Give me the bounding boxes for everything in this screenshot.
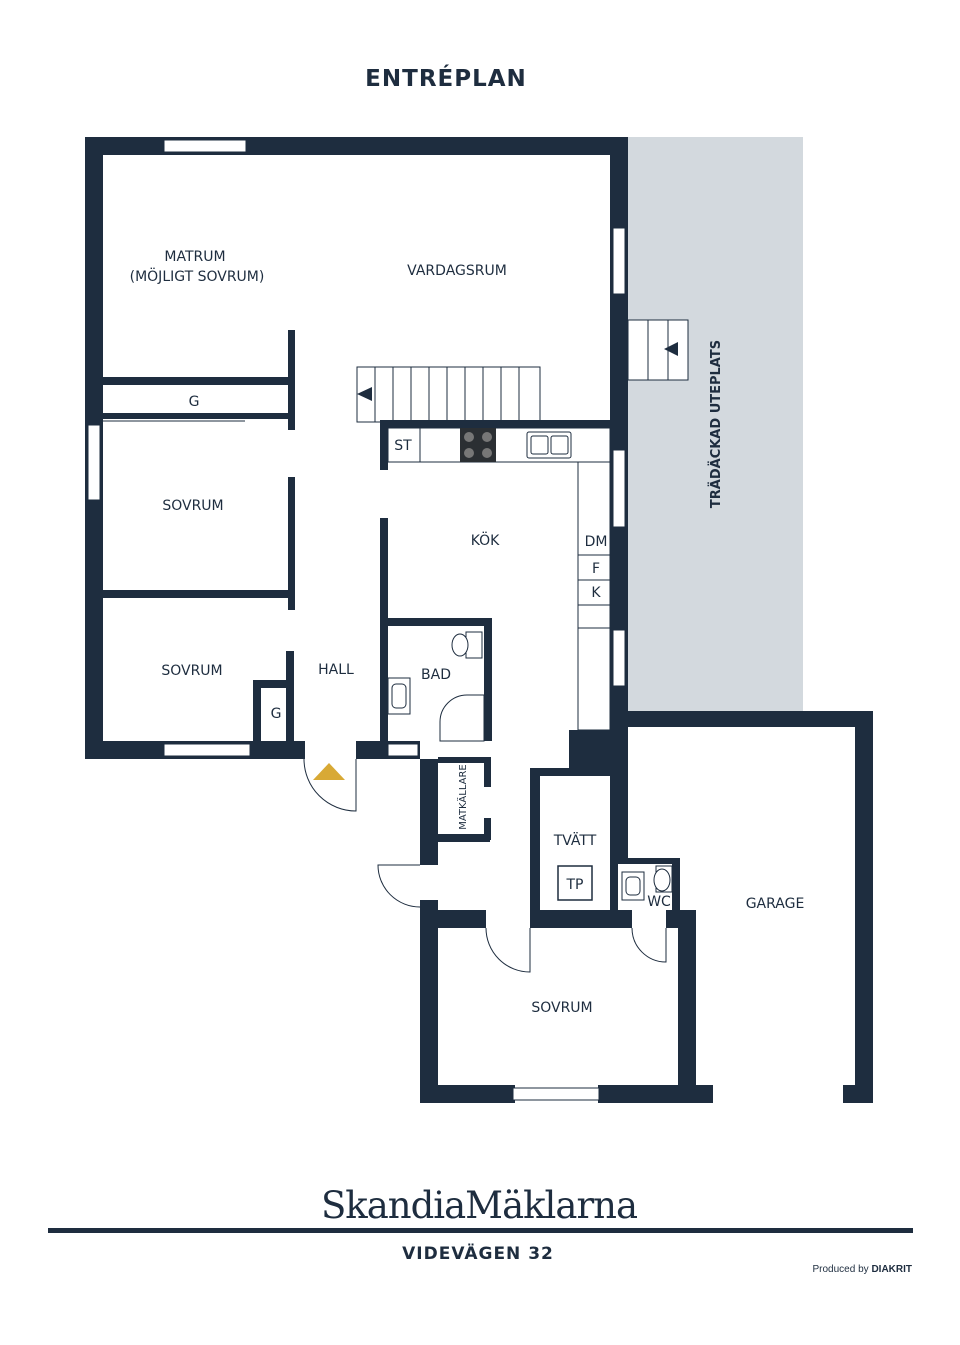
label-st: ST <box>394 438 412 454</box>
credit-prefix: Produced by <box>812 1264 869 1275</box>
label-matrum-note: (MÖJLIGT SOVRUM) <box>130 267 265 285</box>
label-sovrum-1: SOVRUM <box>162 498 223 514</box>
windows <box>87 139 626 1101</box>
sink-icon <box>526 431 572 459</box>
label-kok: KÖK <box>471 531 500 549</box>
brand-logo: SkandiaMäklarna <box>320 1184 638 1227</box>
property-address: VIDEVÄGEN 32 <box>402 1244 554 1264</box>
label-sovrum-3: SOVRUM <box>531 1000 592 1016</box>
tp-box <box>557 865 593 901</box>
label-uteplats: TRÄDÄCKAD UTEPLATS <box>708 340 724 508</box>
label-garage: GARAGE <box>746 896 805 912</box>
floor-title: ENTRÉPLAN <box>365 66 527 92</box>
stairs <box>356 366 541 423</box>
label-sovrum-2: SOVRUM <box>161 663 222 679</box>
label-vardagsrum: VARDAGSRUM <box>407 263 507 279</box>
wc-fixtures <box>621 865 673 901</box>
label-bad: BAD <box>421 667 451 683</box>
label-matkallare: MATKÄLLARE <box>456 764 469 830</box>
outdoor-steps <box>627 319 689 381</box>
kitchen-counters <box>387 427 611 731</box>
bathroom-fixtures <box>387 631 485 742</box>
label-f: F <box>592 561 600 577</box>
label-tp: TP <box>566 877 584 893</box>
producer-credit: Produced by DIAKRIT <box>813 1264 913 1275</box>
footer-rule <box>48 1228 913 1233</box>
step-arrow-icon <box>664 342 678 356</box>
label-matrum: MATRUM <box>164 249 225 265</box>
door-swings <box>103 417 667 973</box>
label-wc: WC <box>647 894 671 910</box>
label-garderob-1: G <box>189 394 200 410</box>
label-hall: HALL <box>318 662 354 678</box>
deck-area <box>628 137 803 712</box>
label-k: K <box>591 585 601 601</box>
stove-icon <box>460 428 496 462</box>
label-dm: DM <box>585 534 608 550</box>
entrance-marker-icon <box>313 763 345 780</box>
stair-arrow-icon <box>357 387 372 401</box>
credit-name: DIAKRIT <box>871 1264 912 1275</box>
label-tvatt: TVÄTT <box>553 831 597 849</box>
label-garderob-2: G <box>271 706 282 722</box>
